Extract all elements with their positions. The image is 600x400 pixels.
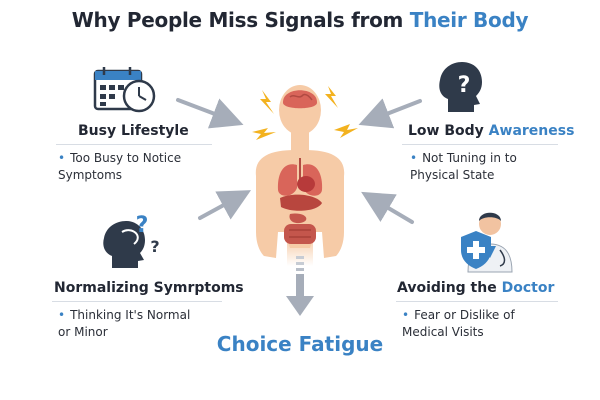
page-title: Why People Miss Signals from Their Body xyxy=(71,8,529,32)
flow-arrows xyxy=(176,98,422,224)
arrow-awareness xyxy=(358,98,422,129)
svg-text:?: ? xyxy=(150,237,159,256)
bullet-dot: • xyxy=(402,308,410,322)
heading-low-body-awareness: Low Body Awareness xyxy=(408,123,575,139)
center-label-choice-fatigue: Choice Fatigue xyxy=(216,332,384,356)
heading-avoiding-the-doctor: Avoiding the Doctor xyxy=(397,280,555,296)
lightning-decorations xyxy=(252,86,358,140)
svg-text:?: ? xyxy=(458,73,471,98)
heading-normalizing-symptoms: Normalizing Symrptoms xyxy=(54,280,244,296)
arrow-down xyxy=(286,256,314,316)
bullet-dot: • xyxy=(58,308,66,322)
head-question-icon: ? xyxy=(439,62,482,112)
svg-text:?: ? xyxy=(136,213,149,238)
divider xyxy=(56,144,212,145)
heading-busy-lifestyle: Busy Lifestyle xyxy=(78,123,189,139)
divider xyxy=(396,301,558,302)
calendar-clock-icon xyxy=(93,67,156,113)
doctor-shield-icon xyxy=(461,212,513,273)
arrow-busy xyxy=(176,98,244,129)
arrow-doctor xyxy=(361,191,414,224)
divider xyxy=(402,144,558,145)
head-confusion-icon: ? ? xyxy=(103,213,160,268)
bullet-dot: • xyxy=(410,151,418,165)
bullet-dot: • xyxy=(58,151,66,165)
arrow-normalizing xyxy=(198,190,252,220)
human-body-illustration xyxy=(255,85,345,266)
divider xyxy=(52,301,222,302)
